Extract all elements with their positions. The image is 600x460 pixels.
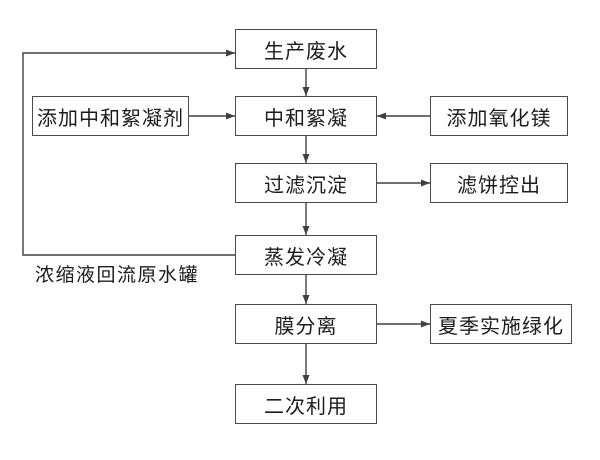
node-neutralization-flocculation: 中和絮凝 bbox=[235, 96, 377, 136]
node-filtration-sedimentation: 过滤沉淀 bbox=[235, 163, 377, 203]
recycle-loop-label: 浓缩液回流原水罐 bbox=[35, 265, 200, 286]
node-secondary-use: 二次利用 bbox=[235, 384, 377, 424]
node-filter-cake-out: 滤饼控出 bbox=[430, 163, 568, 203]
node-add-neutralizing-flocculant: 添加中和絮凝剂 bbox=[32, 96, 189, 136]
node-production-wastewater: 生产废水 bbox=[235, 29, 377, 69]
node-add-magnesium-oxide: 添加氧化镁 bbox=[430, 96, 568, 136]
node-summer-greening: 夏季实施绿化 bbox=[430, 304, 572, 344]
node-evaporation-condensation: 蒸发冷凝 bbox=[235, 235, 377, 275]
arrow-recycle-loop bbox=[22, 49, 235, 256]
node-membrane-separation: 膜分离 bbox=[235, 304, 377, 344]
